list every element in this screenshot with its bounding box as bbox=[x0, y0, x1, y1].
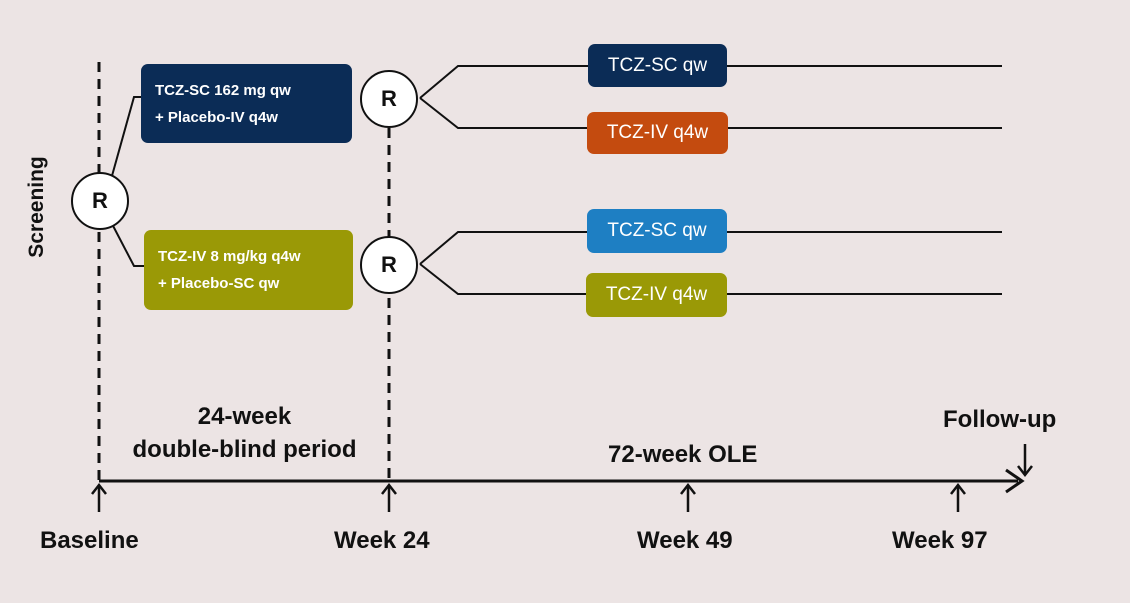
timeline-arrowhead bbox=[1005, 468, 1025, 494]
branch-to-iv-arm bbox=[109, 219, 148, 267]
baseline-arrow bbox=[91, 482, 107, 495]
randomization-circle-2: R bbox=[360, 70, 418, 128]
arm-tcz-iv-box: TCZ-IV 8 mg/kg q4w + Placebo-SC qw bbox=[144, 230, 353, 310]
ole-box-3: TCZ-SC qw bbox=[587, 209, 727, 253]
week49-arrow bbox=[680, 482, 696, 495]
branch-sc-ole-bottom bbox=[419, 97, 1002, 129]
arm-tcz-sc-line2: + Placebo-IV q4w bbox=[155, 108, 278, 126]
week97-arrow bbox=[950, 482, 966, 495]
randomization-circle-1: R bbox=[71, 172, 129, 230]
arm-tcz-iv-line2: + Placebo-SC qw bbox=[158, 275, 280, 292]
double-blind-period-label: 24-week double-blind period bbox=[132, 403, 357, 463]
branch-iv-ole-bottom bbox=[419, 263, 1002, 295]
randomization-circle-3: R bbox=[360, 236, 418, 294]
arm-tcz-sc-box: TCZ-SC 162 mg qw + Placebo-IV q4w bbox=[141, 64, 352, 143]
screening-label: Screening bbox=[25, 156, 48, 258]
followup-label: Follow-up bbox=[943, 406, 1057, 433]
ole-box-2: TCZ-IV q4w bbox=[587, 112, 728, 154]
followup-arrow bbox=[1017, 465, 1033, 478]
branch-iv-ole-top bbox=[419, 231, 1002, 265]
arm-tcz-sc-line1: TCZ-SC 162 mg qw bbox=[155, 81, 291, 99]
timepoint-week49: Week 49 bbox=[637, 527, 733, 554]
timepoint-week24: Week 24 bbox=[334, 527, 430, 554]
timepoint-week97: Week 97 bbox=[892, 527, 988, 554]
ole-period-label: 72-week OLE bbox=[608, 441, 758, 468]
branch-sc-ole-top bbox=[419, 65, 1002, 99]
ole-box-4: TCZ-IV q4w bbox=[586, 273, 727, 317]
ole-box-1: TCZ-SC qw bbox=[588, 44, 727, 87]
timepoint-baseline: Baseline bbox=[40, 527, 139, 554]
week24-arrow bbox=[381, 482, 397, 495]
arm-tcz-iv-line1: TCZ-IV 8 mg/kg q4w bbox=[158, 248, 301, 265]
